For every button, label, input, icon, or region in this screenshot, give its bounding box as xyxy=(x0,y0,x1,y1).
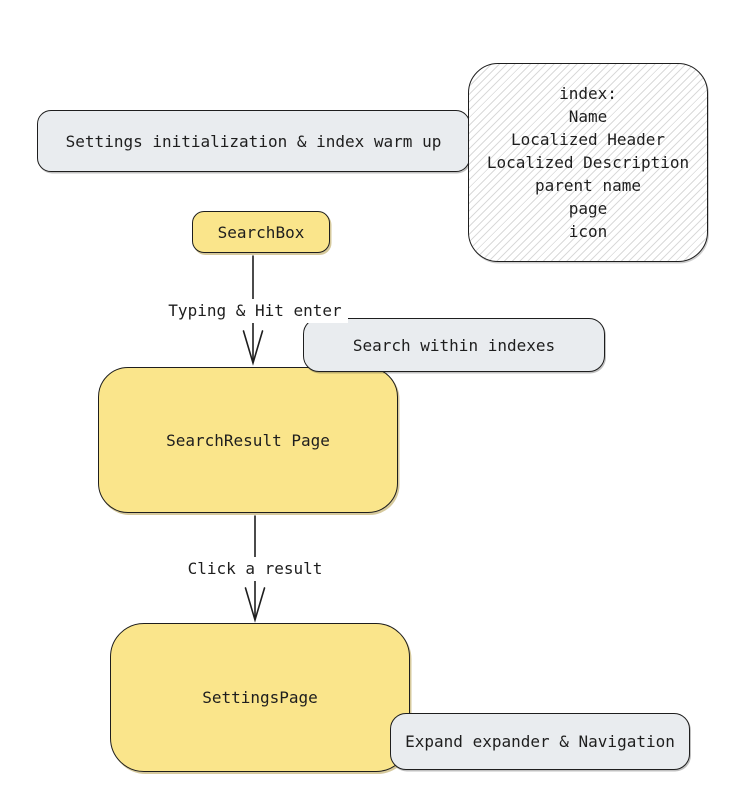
node-settings-initialization: Settings initialization & index warm up xyxy=(37,110,470,172)
node-searchresult-page: SearchResult Page xyxy=(98,367,398,513)
edge-label-typing-hit-enter: Typing & Hit enter xyxy=(162,299,348,323)
node-searchbox-label: SearchBox xyxy=(217,222,305,242)
index-line-icon: icon xyxy=(568,222,608,241)
index-line-page: page xyxy=(568,199,608,218)
node-index-fields: index: Name Localized Header Localized D… xyxy=(468,63,708,262)
index-line-header: Localized Header xyxy=(510,130,666,149)
node-settingspage-label: SettingsPage xyxy=(202,688,318,707)
node-expand-expander-navigation-label: Expand expander & Navigation xyxy=(405,732,675,751)
node-searchbox: SearchBox xyxy=(192,211,330,253)
node-search-within-indexes: Search within indexes xyxy=(303,318,605,372)
index-line-parent-name: parent name xyxy=(535,176,641,195)
node-searchresult-page-label: SearchResult Page xyxy=(166,430,330,450)
node-settings-initialization-label: Settings initialization & index warm up xyxy=(65,131,442,151)
index-line-name: Name xyxy=(568,107,608,126)
node-search-within-indexes-label: Search within indexes xyxy=(352,335,556,355)
index-line-title: index: xyxy=(559,84,617,103)
index-line-description: Localized Description xyxy=(486,153,690,172)
node-expand-expander-navigation: Expand expander & Navigation xyxy=(390,713,690,770)
node-settingspage: SettingsPage xyxy=(110,623,410,772)
edge-label-click-a-result: Click a result xyxy=(177,557,333,581)
